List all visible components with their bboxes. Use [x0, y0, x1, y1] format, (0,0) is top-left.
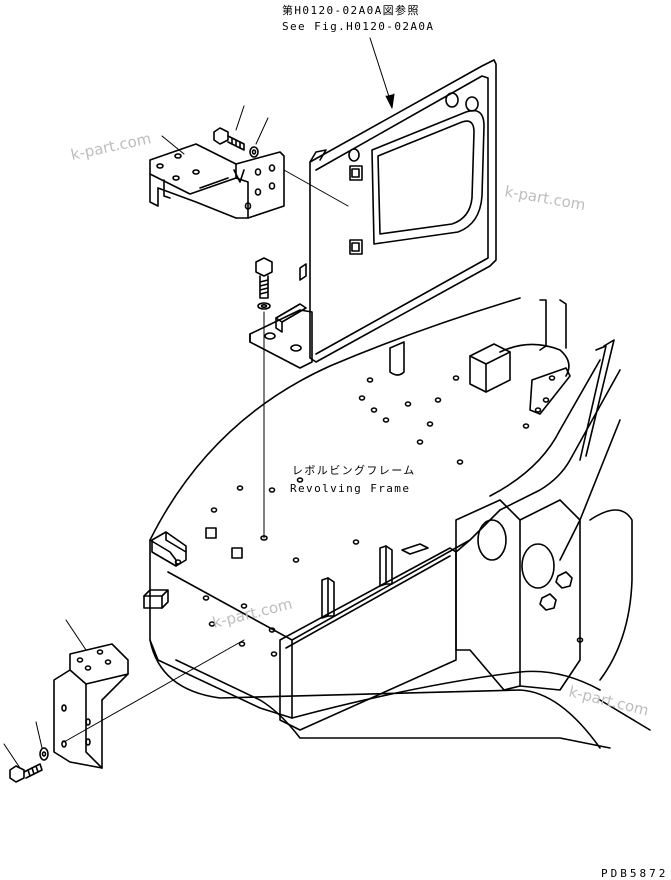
bolt-upper [255, 257, 273, 539]
revolving-frame [143, 297, 651, 749]
watermark-2: k-part.com [503, 182, 587, 214]
cover-plate [249, 59, 497, 369]
bolt-bracket-lower [3, 721, 49, 783]
watermark-1: k-part.com [69, 129, 153, 164]
drawing-code: PDB5872 [601, 867, 668, 880]
bolt-bracket-upper [213, 105, 269, 158]
frame-en-label: Revolving Frame [290, 482, 410, 495]
reference-en-label: See Fig.H0120-02A0A [282, 20, 434, 33]
bracket-lower [53, 619, 245, 769]
watermark-3: k-part.com [211, 595, 295, 632]
reference-jp-label: 第H0120-02A0A図参照 [282, 3, 420, 17]
watermark-4: k-part.com [567, 682, 651, 719]
bracket-upper [149, 143, 349, 219]
frame-jp-label: レボルビングフレーム [292, 463, 416, 477]
